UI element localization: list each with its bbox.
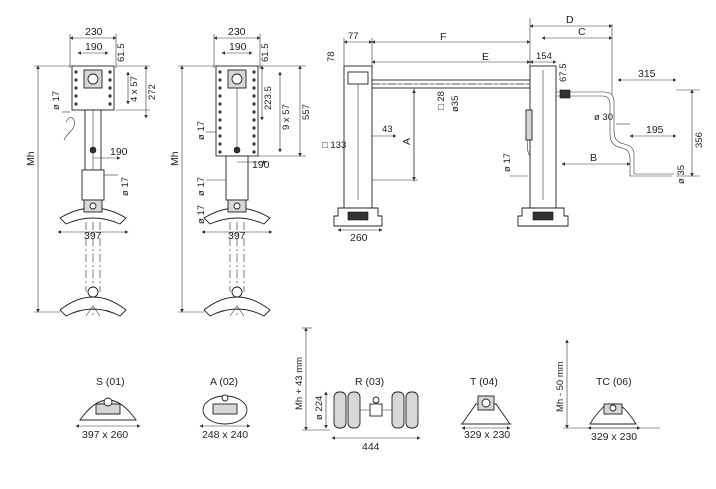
dim-d17c: ø 17	[196, 205, 207, 224]
foot-s: S (01) 397 x 260	[75, 376, 141, 441]
dim-67-5: 67.5	[558, 64, 569, 83]
dim-397: 397	[228, 230, 246, 242]
foot-tc: TC (06) Mh - 50 mm 329 x 230	[555, 339, 660, 443]
dim-mh: Mh	[169, 151, 181, 166]
dim-260: 260	[350, 232, 368, 244]
foot-height-label: Mh + 43 mm	[294, 357, 305, 410]
crank-handle	[63, 117, 75, 141]
dim-d17b: ø 17	[196, 177, 207, 196]
foot-label: R (03)	[355, 376, 384, 388]
dim-mh: Mh	[25, 151, 37, 166]
dim-77: 77	[348, 31, 359, 42]
dim-190: 190	[85, 41, 103, 53]
dim-195: 195	[646, 124, 664, 136]
crank-arm	[556, 91, 674, 175]
dim-d17b: ø 17	[120, 177, 131, 196]
dim-356: 356	[694, 132, 705, 148]
front-view-1: 230 190 61.5 4 x 57 272 ø 17 190	[25, 26, 158, 318]
dim-61-5: 61.5	[260, 44, 271, 63]
dim-d35: ø 35	[676, 165, 687, 184]
dim-78: 78	[326, 51, 337, 62]
foot-side-dim: ø 224	[314, 396, 325, 420]
dim-sq133: □ 133	[322, 140, 346, 151]
dim-A: A	[401, 138, 413, 145]
foot-label: A (02)	[210, 376, 238, 388]
dim-272: 272	[147, 84, 158, 100]
dim-e35: ø35	[450, 96, 461, 112]
dim-154: 154	[536, 51, 552, 62]
dim-230: 230	[85, 26, 103, 38]
dim-d17a: ø 17	[196, 121, 207, 140]
dim-C: C	[578, 26, 586, 38]
dim-43: 43	[382, 124, 393, 135]
dim-61-5: 61.5	[116, 44, 127, 63]
dim-9x57: 9 x 57	[281, 104, 292, 130]
dim-sq28: □ 28	[436, 91, 447, 110]
dim-F: F	[440, 31, 446, 43]
dim-397: 397	[84, 230, 102, 242]
dim-d17: ø 17	[502, 153, 513, 172]
foot-label: S (01)	[96, 376, 125, 388]
dim-230: 230	[228, 26, 246, 38]
foot-saddle-top	[59, 207, 127, 225]
foot-t: T (04) 329 x 230	[460, 376, 512, 441]
dim-190b: 190	[252, 159, 270, 171]
foot-saddle-bottom	[59, 296, 127, 317]
dim-E: E	[482, 51, 489, 63]
foot-dims: 444	[362, 441, 380, 453]
foot-label: TC (06)	[596, 376, 632, 388]
foot-dims: 248 x 240	[202, 429, 248, 441]
foot-dims: 329 x 230	[591, 431, 637, 443]
dim-190b: 190	[110, 146, 128, 158]
dim-4x57: 4 x 57	[129, 76, 140, 102]
side-view: D C F E 77 78 154 67.5 315 □ 28 ø35 A 43…	[322, 14, 705, 244]
dim-223-5: 223.5	[263, 86, 274, 110]
foot-height-label: Mh - 50 mm	[555, 361, 566, 412]
dim-B: B	[590, 152, 597, 164]
foot-dims: 397 x 260	[82, 429, 128, 441]
foot-r: R (03) Mh + 43 mm ø 224 444	[294, 327, 421, 453]
dim-d17: ø 17	[51, 91, 62, 110]
dim-557: 557	[301, 104, 312, 120]
dim-315: 315	[638, 68, 656, 80]
front-view-2: 230 190 61.5 223.5 9 x 57 55	[169, 26, 312, 318]
foot-dims: 329 x 230	[464, 429, 510, 441]
dim-D: D	[566, 14, 574, 26]
dim-190: 190	[229, 41, 247, 53]
foot-label: T (04)	[470, 376, 498, 388]
foot-a: A (02) 248 x 240	[199, 376, 251, 441]
dim-d30: ø 30	[594, 112, 613, 123]
